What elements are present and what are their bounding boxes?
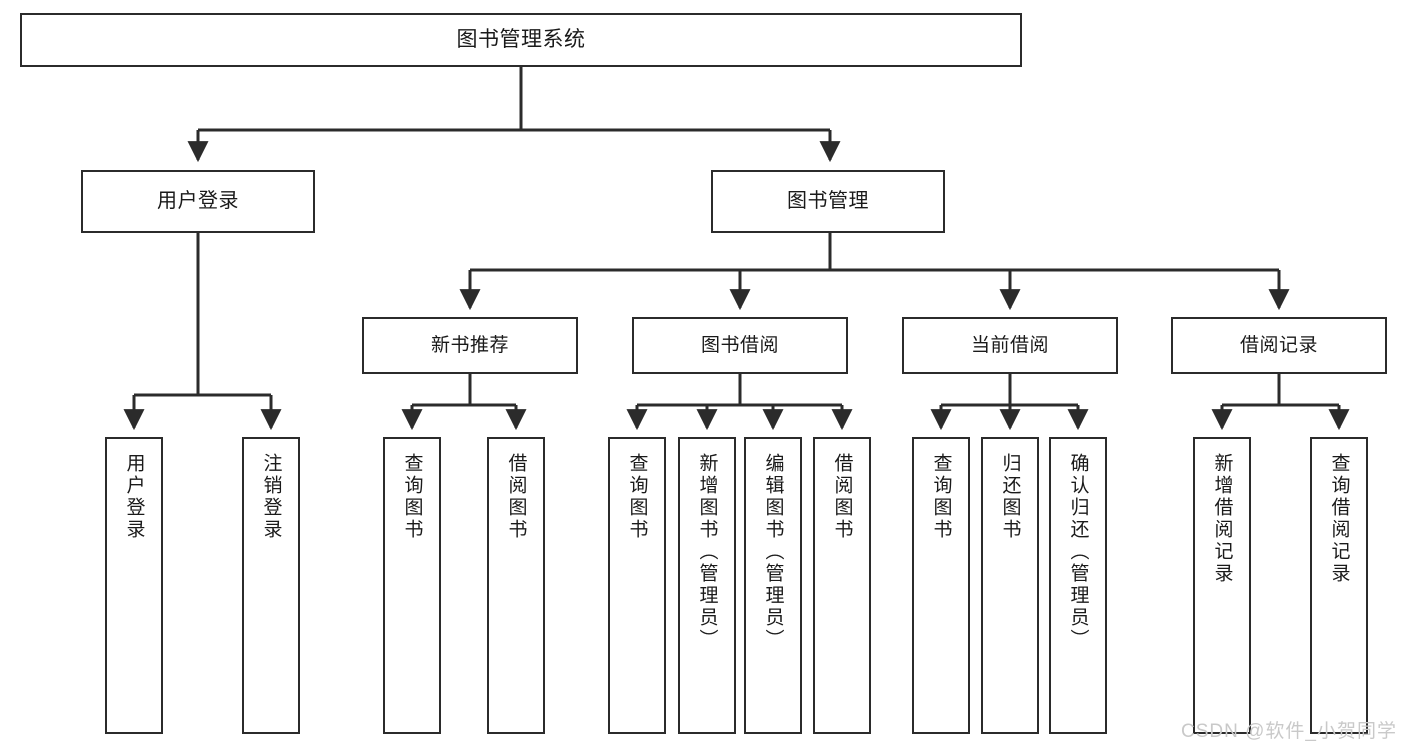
- node-label: 确认归还（管理员）: [1067, 453, 1089, 651]
- node-label: 注销登录: [260, 453, 282, 541]
- node-label: 用户登录: [157, 190, 239, 213]
- leaf-current-borrow-query[interactable]: 查询图书: [912, 437, 970, 734]
- node-label: 查询图书: [401, 453, 423, 541]
- node-label: 新增图书（管理员）: [696, 453, 718, 651]
- node-label: 用户登录: [123, 453, 145, 541]
- node-label: 图书管理: [787, 190, 869, 213]
- node-book-borrow[interactable]: 图书借阅: [632, 317, 848, 374]
- leaf-user-login-login[interactable]: 用户登录: [105, 437, 163, 734]
- leaf-book-borrow-borrow[interactable]: 借阅图书: [813, 437, 871, 734]
- node-label: 编辑图书（管理员）: [762, 453, 784, 651]
- node-label: 图书借阅: [700, 334, 779, 356]
- node-user-login[interactable]: 用户登录: [81, 170, 315, 233]
- leaf-book-borrow-add-admin[interactable]: 新增图书（管理员）: [678, 437, 736, 734]
- node-label: 新书推荐: [430, 334, 509, 356]
- node-label: 借阅记录: [1239, 334, 1318, 356]
- leaf-book-borrow-edit-admin[interactable]: 编辑图书（管理员）: [744, 437, 802, 734]
- node-borrow-record[interactable]: 借阅记录: [1171, 317, 1387, 374]
- node-label: 当前借阅: [970, 334, 1049, 356]
- node-new-book-recommend[interactable]: 新书推荐: [362, 317, 578, 374]
- leaf-borrow-record-query[interactable]: 查询借阅记录: [1310, 437, 1368, 734]
- node-book-management[interactable]: 图书管理: [711, 170, 945, 233]
- leaf-current-borrow-return[interactable]: 归还图书: [981, 437, 1039, 734]
- leaf-book-borrow-query[interactable]: 查询图书: [608, 437, 666, 734]
- node-label: 查询图书: [930, 453, 952, 541]
- node-label: 图书管理系统: [456, 28, 586, 52]
- node-label: 查询图书: [626, 453, 648, 541]
- node-label: 新增借阅记录: [1211, 453, 1233, 585]
- node-label: 借阅图书: [505, 453, 527, 541]
- node-label: 查询借阅记录: [1328, 453, 1350, 585]
- node-current-borrow[interactable]: 当前借阅: [902, 317, 1118, 374]
- leaf-borrow-record-add[interactable]: 新增借阅记录: [1193, 437, 1251, 734]
- csdn-watermark: CSDN @软件_小贺同学: [1181, 721, 1397, 742]
- leaf-new-book-borrow[interactable]: 借阅图书: [487, 437, 545, 734]
- node-label: 归还图书: [999, 453, 1021, 541]
- leaf-new-book-query[interactable]: 查询图书: [383, 437, 441, 734]
- leaf-current-borrow-confirm-admin[interactable]: 确认归还（管理员）: [1049, 437, 1107, 734]
- node-label: 借阅图书: [831, 453, 853, 541]
- leaf-user-login-logout[interactable]: 注销登录: [242, 437, 300, 734]
- node-root-library-system[interactable]: 图书管理系统: [20, 13, 1022, 67]
